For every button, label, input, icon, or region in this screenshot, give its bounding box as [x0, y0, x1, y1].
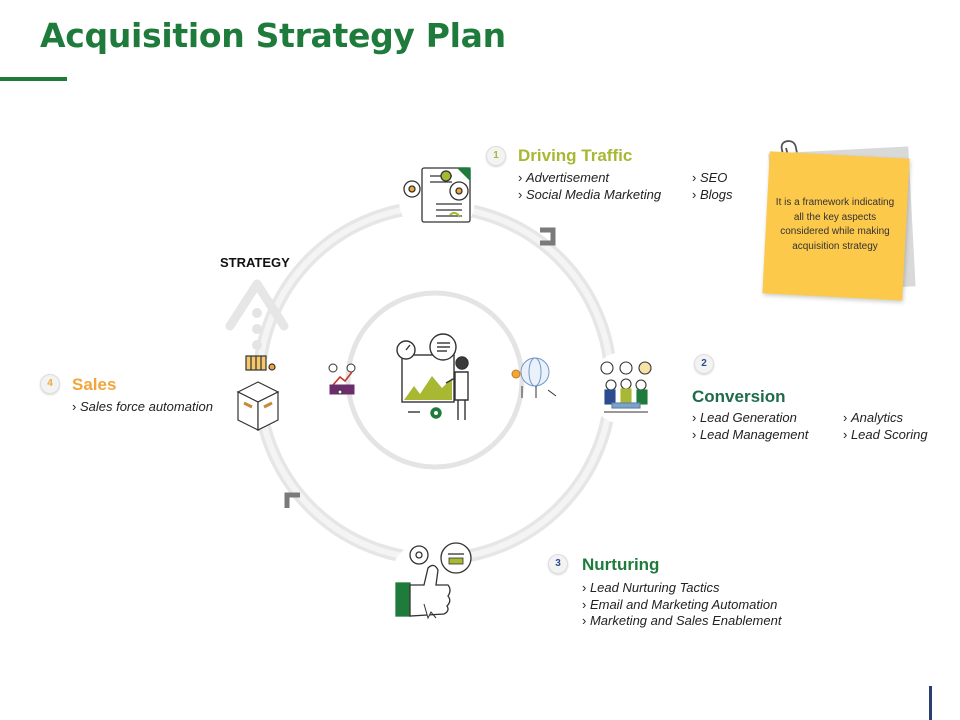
box-icon — [236, 355, 280, 431]
list-item: Lead Nurturing Tactics — [582, 580, 781, 597]
list-item: Analytics — [843, 410, 928, 427]
sticky-note-text: It is a framework indicating all the key… — [775, 197, 895, 252]
list-item: Social Media Marketing — [518, 187, 661, 204]
driving-traffic-items-right: SEO Blogs — [692, 170, 733, 204]
driving-traffic-items-left: Advertisement Social Media Marketing — [518, 170, 661, 203]
sales-items: Sales force automation — [72, 399, 213, 416]
stage-number-4: 4 — [40, 374, 60, 394]
list-item: SEO — [692, 170, 732, 187]
page-title: Acquisition Strategy Plan — [40, 16, 506, 55]
strategy-arrow-icon — [225, 279, 289, 350]
analytics-people-icon — [328, 363, 356, 395]
list-item: Sales force automation — [72, 399, 213, 416]
stage-number-3: 3 — [548, 554, 568, 574]
title-underline — [0, 77, 67, 81]
conversion-items-left: Lead Generation Lead Management — [692, 410, 808, 443]
list-item: Marketing and Sales Enablement — [582, 613, 782, 630]
stage-number-2: 2 — [694, 354, 714, 374]
globe-person-icon — [511, 357, 557, 398]
document-gears-icon — [403, 167, 471, 223]
meeting-icon — [600, 361, 652, 413]
arrow-marker-bottom-left — [284, 492, 300, 508]
strategy-label: STRATEGY — [220, 255, 290, 270]
nurturing-items: Lead Nurturing Tactics Email and Marketi… — [582, 580, 782, 630]
presentation-icon — [396, 333, 469, 420]
slide-footer-bar — [929, 686, 932, 720]
stage-title-sales: Sales — [72, 375, 117, 394]
stage-title-driving-traffic: Driving Traffic — [518, 146, 633, 165]
list-item: Lead Management — [692, 427, 808, 444]
thumbs-up-icon — [395, 542, 472, 620]
list-item: Lead Generation — [692, 410, 808, 427]
list-item: Email and Marketing Automation — [582, 597, 781, 614]
list-item: Lead Scoring — [843, 427, 928, 444]
list-item: Blogs — [692, 187, 733, 204]
stage-number-1: 1 — [486, 146, 506, 166]
inner-ring — [345, 290, 525, 470]
stage-title-conversion: Conversion — [692, 387, 786, 406]
list-item: Advertisement — [518, 170, 661, 187]
arrow-marker-top-right — [540, 227, 556, 246]
stage-title-nurturing: Nurturing — [582, 555, 660, 574]
conversion-items-right: Analytics Lead Scoring — [843, 410, 928, 443]
